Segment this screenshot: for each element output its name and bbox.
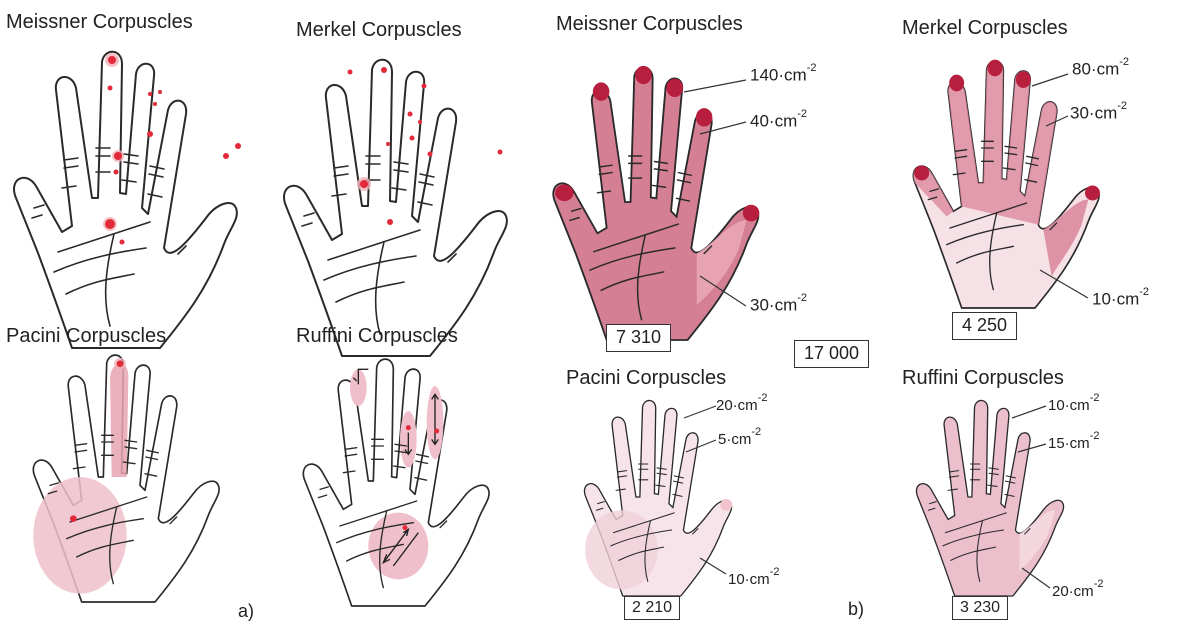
ruffini-finger-density: 15·cm-2 [1048,434,1099,451]
panel-b-label: b) [848,600,864,618]
ruffini-fingertip-density: 10·cm-2 [1048,396,1099,413]
ruffini-palm-density: 20·cm-2 [1052,582,1103,599]
ruffini-total: 3 230 [952,596,1008,620]
